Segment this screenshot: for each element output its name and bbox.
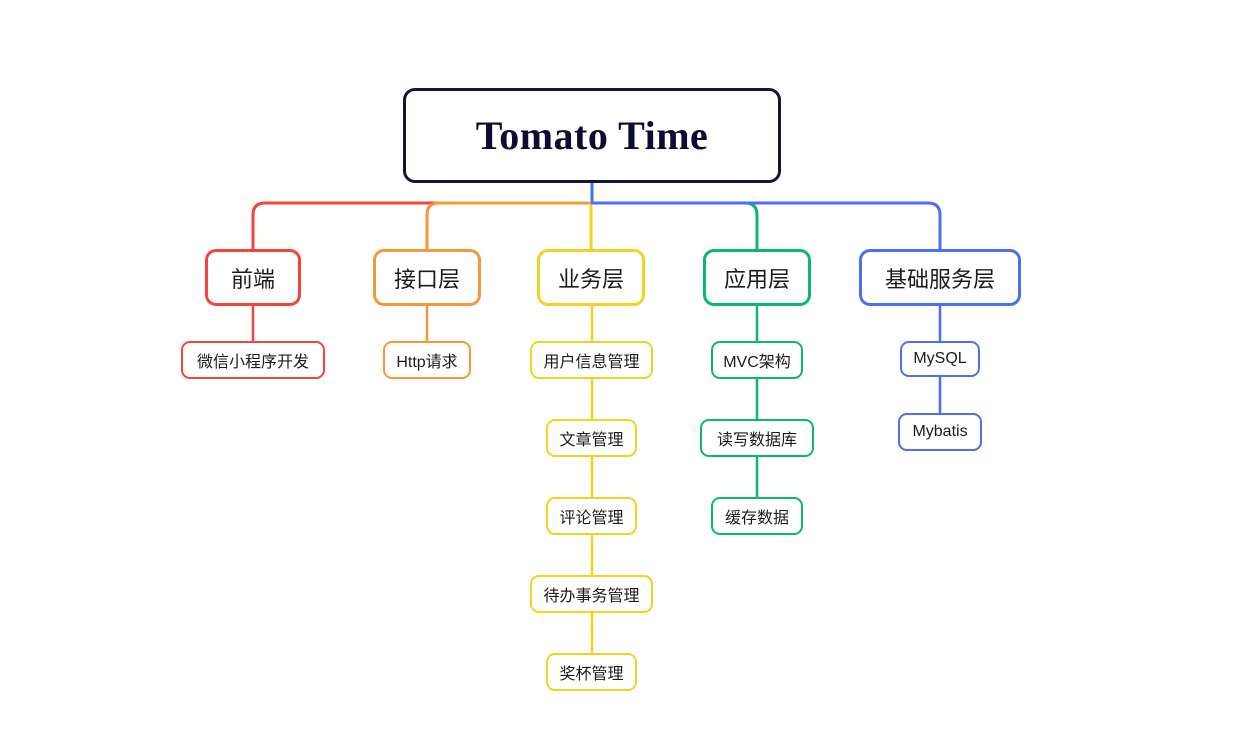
leaf-node-business-layer-4-label: 奖杯管理: [559, 666, 624, 683]
leaf-node-application-layer-1-label: 读写数据库: [716, 432, 797, 449]
leaf-node-application-layer-0-label: MVC架构: [723, 354, 791, 371]
leaf-node-business-layer-3[interactable]: 待办事务管理: [530, 575, 653, 613]
branch-node-business-layer-label: 业务层: [557, 266, 624, 292]
branch-connector-infrastructure-layer: [590, 201, 942, 251]
leaf-node-business-layer-2-label: 评论管理: [559, 510, 624, 527]
branch-node-frontend-label: 前端: [230, 266, 275, 292]
leaf-node-business-layer-0[interactable]: 用户信息管理: [530, 341, 653, 379]
branch-node-application-layer-label: 应用层: [723, 266, 790, 292]
leaf-node-infrastructure-layer-0[interactable]: MySQL: [900, 341, 980, 377]
leaf-node-frontend-0-label: 微信小程序开发: [196, 354, 309, 371]
leaf-node-business-layer-2[interactable]: 评论管理: [546, 497, 637, 535]
leaf-node-infrastructure-layer-1[interactable]: Mybatis: [898, 413, 982, 451]
leaf-node-interface-layer-0-label: Http请求: [396, 354, 458, 371]
root-node[interactable]: Tomato Time: [403, 88, 781, 183]
root-node-label: Tomato Time: [475, 113, 709, 158]
leaf-node-business-layer-3-label: 待办事务管理: [543, 588, 640, 605]
leaf-node-business-layer-0-label: 用户信息管理: [543, 354, 640, 371]
leaf-node-application-layer-2-label: 缓存数据: [724, 510, 789, 527]
leaf-node-application-layer-1[interactable]: 读写数据库: [700, 419, 814, 457]
leaf-node-application-layer-0[interactable]: MVC架构: [711, 341, 803, 379]
branch-connector-interface-layer: [425, 201, 594, 251]
branch-node-application-layer[interactable]: 应用层: [703, 249, 811, 306]
leaf-node-business-layer-4[interactable]: 奖杯管理: [546, 653, 637, 691]
branch-node-interface-layer[interactable]: 接口层: [373, 249, 481, 306]
branch-connector-application-layer: [590, 201, 759, 251]
leaf-node-business-layer-1-label: 文章管理: [559, 432, 624, 449]
leaf-node-infrastructure-layer-1-label: Mybatis: [912, 423, 968, 440]
leaf-node-interface-layer-0[interactable]: Http请求: [383, 341, 471, 379]
leaf-node-business-layer-1[interactable]: 文章管理: [546, 419, 637, 457]
leaf-node-frontend-0[interactable]: 微信小程序开发: [181, 341, 325, 379]
leaf-node-infrastructure-layer-0-label: MySQL: [913, 350, 967, 367]
leaf-node-application-layer-2[interactable]: 缓存数据: [711, 497, 803, 535]
branch-node-infrastructure-layer[interactable]: 基础服务层: [859, 249, 1021, 306]
branch-node-infrastructure-layer-label: 基础服务层: [884, 266, 995, 292]
branch-node-frontend[interactable]: 前端: [205, 249, 301, 306]
branch-connector-frontend: [251, 201, 594, 251]
branch-node-business-layer[interactable]: 业务层: [537, 249, 645, 306]
branch-node-interface-layer-label: 接口层: [393, 266, 460, 292]
